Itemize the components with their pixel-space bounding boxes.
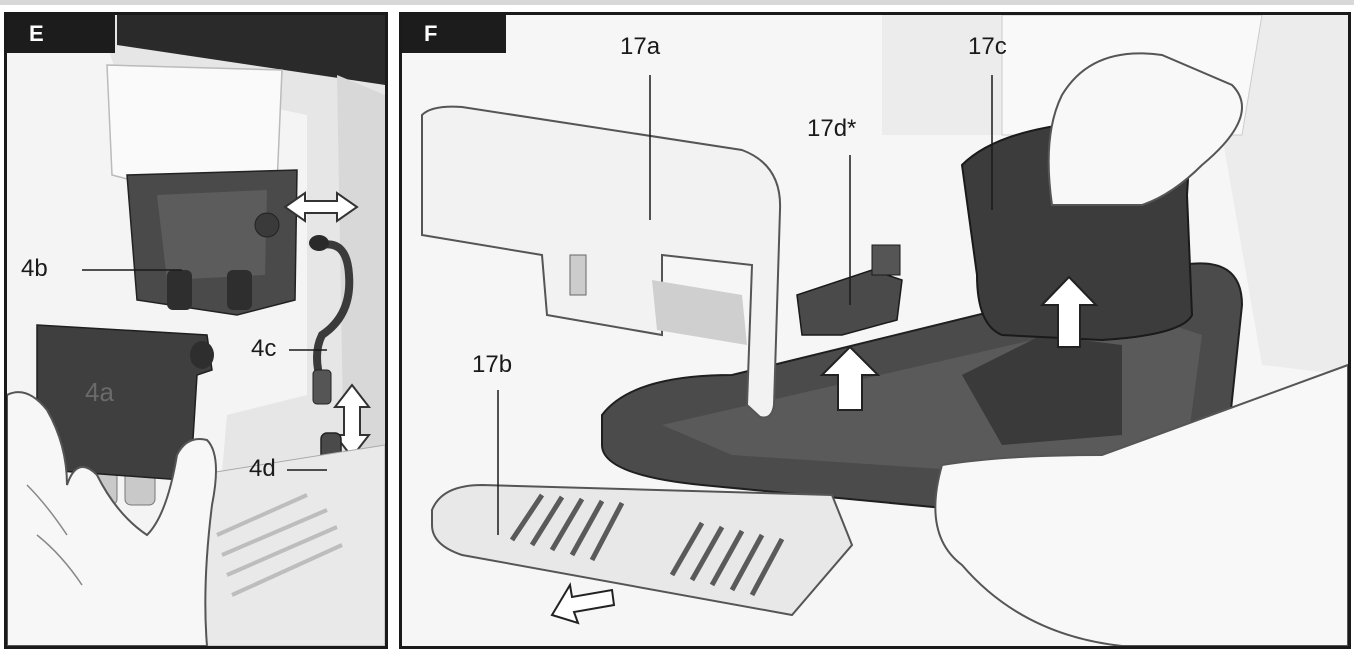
label-4c: 4c xyxy=(251,335,277,362)
hand-icon xyxy=(7,391,217,646)
label-17a: 17a xyxy=(620,33,661,60)
tube-connector xyxy=(312,369,332,405)
hand-icon xyxy=(1047,52,1243,206)
part-17b xyxy=(431,483,854,617)
label-17c: 17c xyxy=(968,33,1007,60)
panel-f-illustration xyxy=(402,15,1348,646)
label-17b: 17b xyxy=(472,351,513,378)
panel-e-illustration xyxy=(7,15,385,646)
down-right-arrow-icon xyxy=(550,582,616,625)
double-arrow-horizontal-icon xyxy=(283,191,359,223)
label-4a: 4a xyxy=(85,377,114,407)
up-arrow-icon xyxy=(1039,275,1099,348)
panel-f-tab: F xyxy=(402,15,506,53)
up-arrow-icon xyxy=(819,345,881,411)
label-17d: 17d* xyxy=(807,115,857,142)
label-4d: 4d xyxy=(249,455,276,482)
panel-f: F 17a 17d* 17c 17b xyxy=(399,12,1351,649)
machine-top-edge xyxy=(117,15,385,85)
panel-e-tab: E xyxy=(7,15,115,53)
part-4c xyxy=(313,240,354,389)
panel-e: E 4b 4c 4a 4d xyxy=(4,12,388,649)
top-rule xyxy=(0,0,1354,5)
part-17a xyxy=(421,105,782,419)
label-4b: 4b xyxy=(21,255,48,282)
hand-icon xyxy=(934,363,1348,646)
